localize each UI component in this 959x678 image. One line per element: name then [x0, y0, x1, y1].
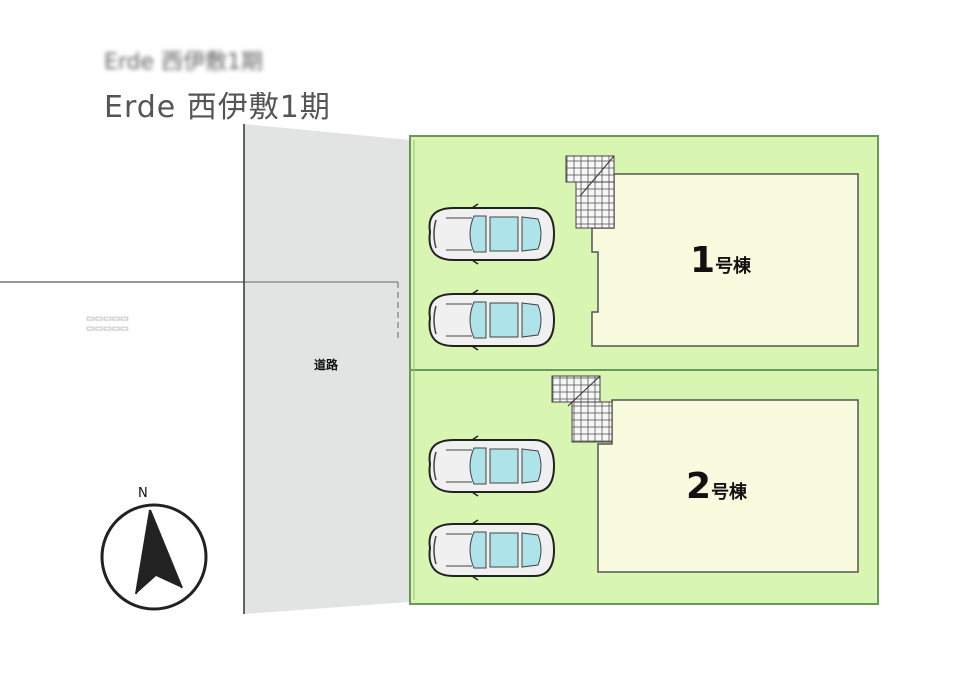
compass-icon: [100, 503, 208, 611]
building-2: [597, 399, 859, 573]
header-title: Erde 西伊敷1期: [104, 92, 331, 125]
side-note: ▭▭▭▭▭▭▭▭▭▭: [86, 314, 129, 332]
car-icon: [428, 203, 555, 265]
compass-north-label: N: [138, 486, 148, 501]
car-icon: [428, 519, 555, 581]
building-1-number: 1: [690, 240, 716, 281]
building-2-label: 2号棟: [686, 466, 747, 507]
car-icon: [428, 289, 555, 351]
building-1-suffix: 号棟: [715, 256, 752, 277]
road-label: 道路: [314, 358, 339, 372]
car-icon: [428, 435, 555, 497]
grid-patch-icon: [565, 155, 615, 229]
building-2-suffix: 号棟: [711, 482, 748, 503]
building-2-number: 2: [686, 466, 712, 507]
grid-patch-icon: [551, 375, 613, 443]
building-1-label: 1号棟: [690, 240, 751, 281]
road-area: [244, 124, 410, 614]
header-title-blurred: Erde 西伊敷1期: [104, 50, 264, 75]
